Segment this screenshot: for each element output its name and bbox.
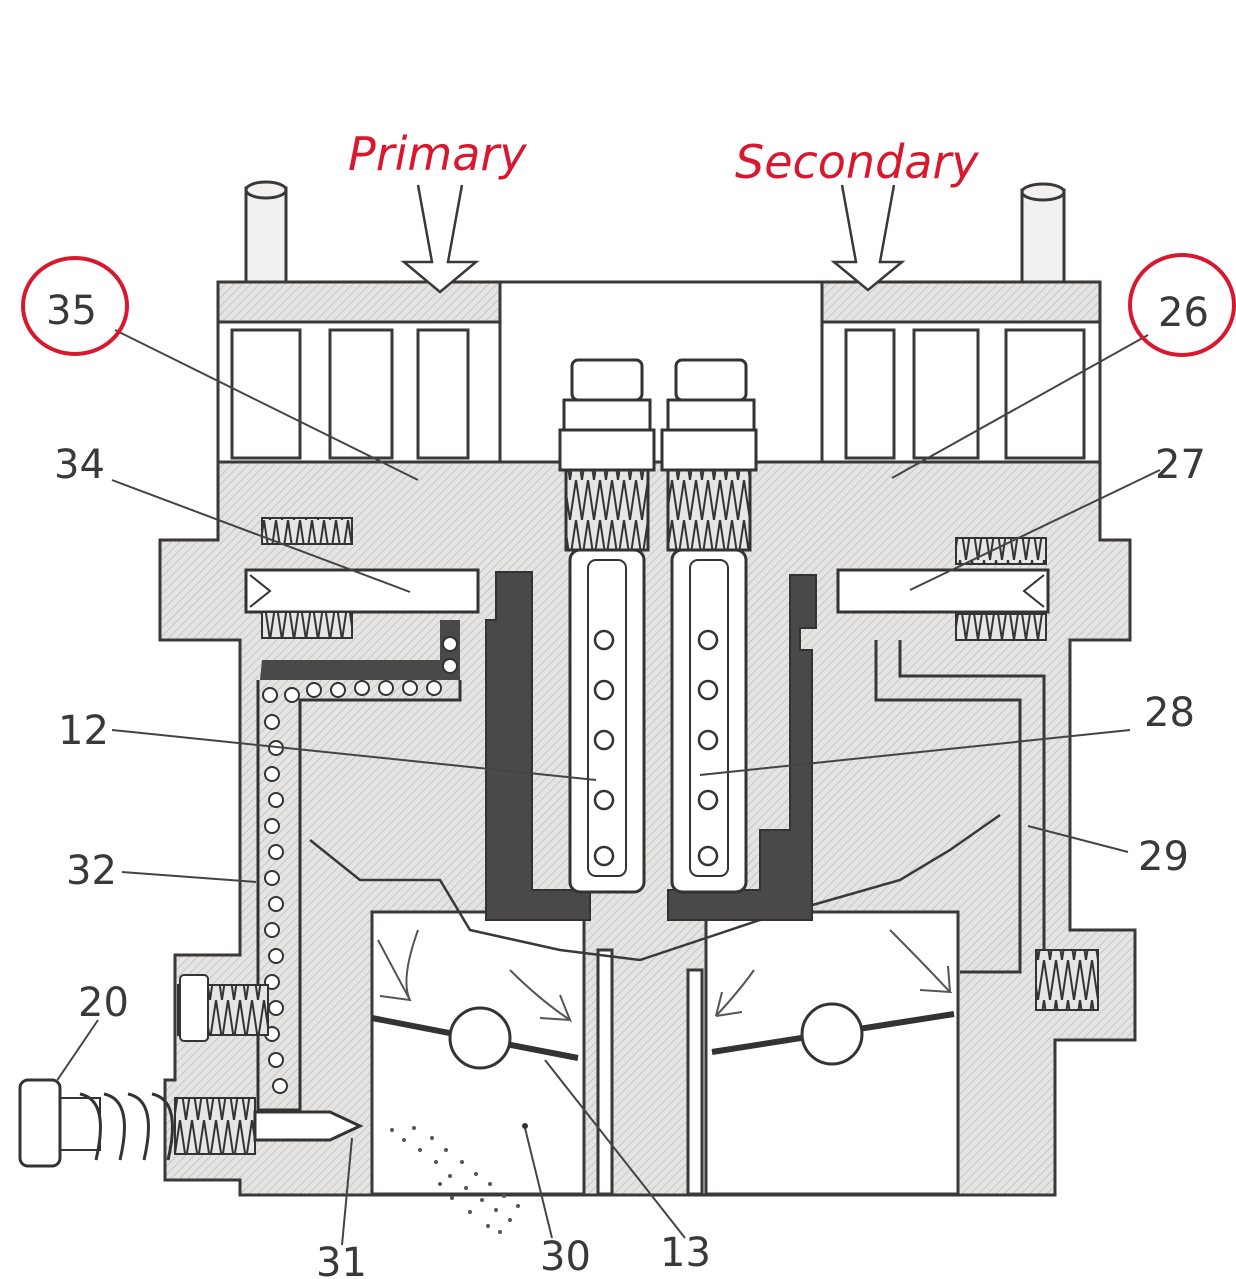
secondary-flow-arrow xyxy=(830,184,906,292)
main-body xyxy=(158,460,1137,1197)
primary-flow-arrow xyxy=(400,184,480,294)
label-27: 27 xyxy=(1155,442,1206,488)
left-idle-jet-screw xyxy=(244,517,480,639)
right-air-passage xyxy=(874,640,1046,990)
central-emulsion-tubes xyxy=(485,358,817,921)
circle-mark-26 xyxy=(1128,253,1236,357)
circle-mark-35 xyxy=(21,256,129,356)
primary-annotation: Primary xyxy=(348,127,527,181)
fuel-spray-dots xyxy=(390,1126,520,1234)
label-35: 35 xyxy=(46,288,97,334)
label-26: 26 xyxy=(1158,290,1209,336)
label-34: 34 xyxy=(54,442,105,488)
label-13: 13 xyxy=(660,1230,711,1276)
label-30: 30 xyxy=(540,1234,591,1279)
label-12: 12 xyxy=(58,708,109,754)
label-31: 31 xyxy=(316,1240,367,1279)
top-housing xyxy=(216,180,1102,464)
leader-lines xyxy=(55,329,1161,1246)
throttle-plates xyxy=(371,929,955,1070)
label-32: 32 xyxy=(66,848,117,894)
progression-drilling-passage xyxy=(256,620,462,1112)
label-29: 29 xyxy=(1138,834,1189,880)
label-20: 20 xyxy=(78,980,129,1026)
right-pipe xyxy=(1020,188,1066,284)
secondary-annotation: Secondary xyxy=(735,135,979,189)
mixture-adjusting-screw xyxy=(18,974,364,1168)
label-28: 28 xyxy=(1144,690,1195,736)
left-pipe xyxy=(244,186,288,284)
